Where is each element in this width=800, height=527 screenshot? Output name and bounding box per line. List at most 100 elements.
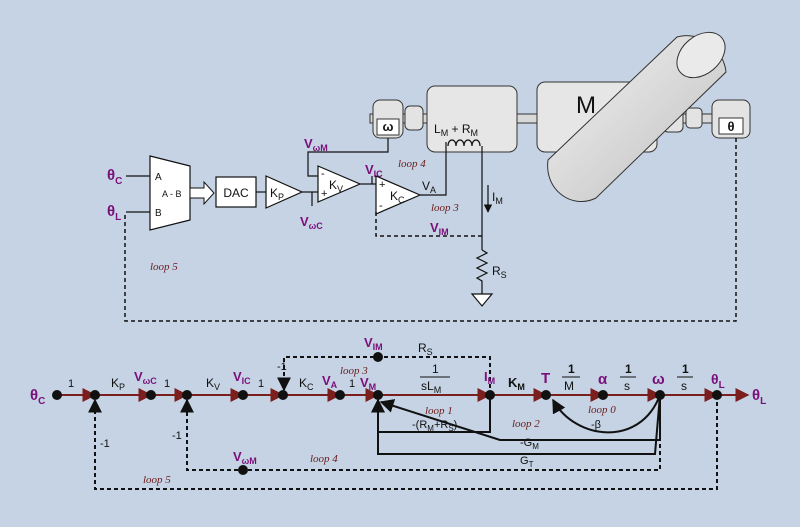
- gain-inv-sl-den: sLM: [421, 379, 441, 395]
- kp-label: KP: [270, 186, 284, 202]
- graph-loop-3: loop 3: [340, 365, 368, 377]
- gain-kv: KV: [206, 376, 220, 392]
- gain-inv-m-num: 1: [568, 362, 575, 376]
- gain-gt: GT: [520, 455, 534, 469]
- kv-label: KV: [329, 178, 343, 194]
- gain-inv-s-2-num: 1: [682, 362, 689, 376]
- schematic-v-wm: VωM: [304, 136, 328, 153]
- gain-kc: KC: [299, 376, 314, 392]
- bus-arrow: [189, 180, 215, 206]
- graph-v-wm: VωM: [233, 449, 257, 466]
- subtractor-op: A - B: [162, 189, 182, 199]
- node-kc-sum: [278, 390, 288, 400]
- graph-torque: T: [541, 370, 550, 387]
- gain-1b: 1: [258, 378, 264, 390]
- schematic-loop-5: loop 5: [150, 261, 178, 273]
- load-cylinder: [547, 31, 727, 203]
- kp-amplifier: [265, 175, 304, 209]
- gain-1a: 1: [164, 378, 170, 390]
- schematic-i-m: IM: [492, 190, 503, 206]
- graph-v-wc: VωC: [134, 369, 157, 386]
- dac-block: [215, 176, 257, 208]
- kc-label: KC: [390, 189, 405, 205]
- graph-loop-5: loop 5: [143, 474, 171, 486]
- sense-resistor: [475, 249, 489, 294]
- schematic-v-a: VA: [422, 179, 436, 195]
- loop-3-branch: [277, 356, 491, 395]
- graph-loop-4: loop 4: [310, 453, 338, 465]
- graph-loop-0: loop 0: [588, 404, 616, 416]
- encoder-label-box: [718, 117, 744, 135]
- gain-inv-s-1-den: s: [624, 379, 630, 393]
- signal-flow-graph: θC θL VωC VIC VA VM IM T α ω θL VIM VωM …: [30, 335, 766, 490]
- dashed-loops: [88, 356, 718, 490]
- gain-kp: KP: [111, 376, 125, 392]
- gain-inv-sl: 1 sLM: [420, 362, 450, 395]
- position-feedback-wire: [124, 138, 737, 322]
- coupling-left: [404, 105, 424, 131]
- graph-omega: ω: [652, 371, 665, 388]
- node-err: [90, 390, 100, 400]
- schematic-v-im: VIM: [430, 220, 449, 237]
- gain-neg-one-in: -1: [100, 438, 110, 450]
- armature-coil: [447, 139, 481, 147]
- gain-km: KM: [508, 375, 525, 392]
- current-feedback-wire: [375, 209, 482, 237]
- graph-v-ic: VIC: [233, 369, 251, 386]
- coupling-right-2: [685, 107, 703, 129]
- encoder-label: θ: [727, 119, 734, 134]
- node-v-wm: [238, 465, 248, 475]
- graph-v-a: VA: [322, 373, 338, 390]
- node-omega: [655, 390, 665, 400]
- schematic-loop-4: loop 4: [398, 158, 426, 170]
- schematic-v-ic: VIC: [365, 162, 383, 179]
- gain-inv-s-2: 1 s: [677, 362, 693, 393]
- gain-in: 1: [68, 378, 74, 390]
- schematic-r-s: RS: [492, 264, 507, 280]
- subtractor-input-b: B: [155, 208, 162, 219]
- gain-1c: 1: [349, 378, 355, 390]
- motor-label: M: [576, 92, 596, 119]
- node-torque: [541, 390, 551, 400]
- node-theta-l: [712, 390, 722, 400]
- tachometer-label-box: [376, 118, 400, 136]
- graph-loop-1: loop 1: [425, 405, 453, 417]
- kc-minus: -: [379, 200, 383, 212]
- graph-i-m: IM: [484, 369, 495, 386]
- node-alpha: [598, 390, 608, 400]
- loop-4-branch: [180, 395, 661, 471]
- graph-v-im: VIM: [364, 335, 383, 352]
- tachometer-label: ω: [383, 119, 394, 134]
- schematic-v-wc: VωC: [300, 214, 323, 231]
- node-v-a: [335, 390, 345, 400]
- gain-inv-m-den: M: [564, 379, 574, 393]
- gain-neg-one-kc: -1: [277, 361, 287, 373]
- loop-0-branch: [552, 394, 661, 434]
- node-kv-sum: [182, 390, 192, 400]
- graph-v-m: VM: [360, 375, 376, 392]
- graph-theta-c: θC: [30, 387, 45, 407]
- gain-neg-one-kv: -1: [172, 430, 182, 442]
- node-v-im: [373, 352, 383, 362]
- armature-label: LM + RM: [434, 122, 478, 138]
- gain-neg-beta: -β: [591, 419, 601, 431]
- node-v-ic: [238, 390, 248, 400]
- kc-amplifier: [375, 175, 422, 215]
- ground-symbol: [470, 293, 494, 307]
- graph-loop-2: loop 2: [512, 418, 540, 430]
- gain-inv-s-1: 1 s: [620, 362, 636, 393]
- node-v-wc: [146, 390, 156, 400]
- subtractor-block: [149, 155, 191, 231]
- gain-inv-s-1-num: 1: [625, 362, 632, 376]
- kc-plus: +: [379, 179, 385, 191]
- gain-inv-m: 1 M: [562, 362, 580, 393]
- armature-block: [426, 85, 518, 153]
- kv-minus: -: [321, 168, 325, 180]
- node-theta-c: [52, 390, 62, 400]
- schematic: ω LM + RM M θ A A - B B θC θL DAC: [107, 31, 751, 322]
- graph-theta-l: θL: [711, 371, 725, 391]
- node-i-m: [485, 390, 495, 400]
- schematic-theta-l: θL: [107, 203, 121, 223]
- kv-amplifier: [317, 165, 362, 203]
